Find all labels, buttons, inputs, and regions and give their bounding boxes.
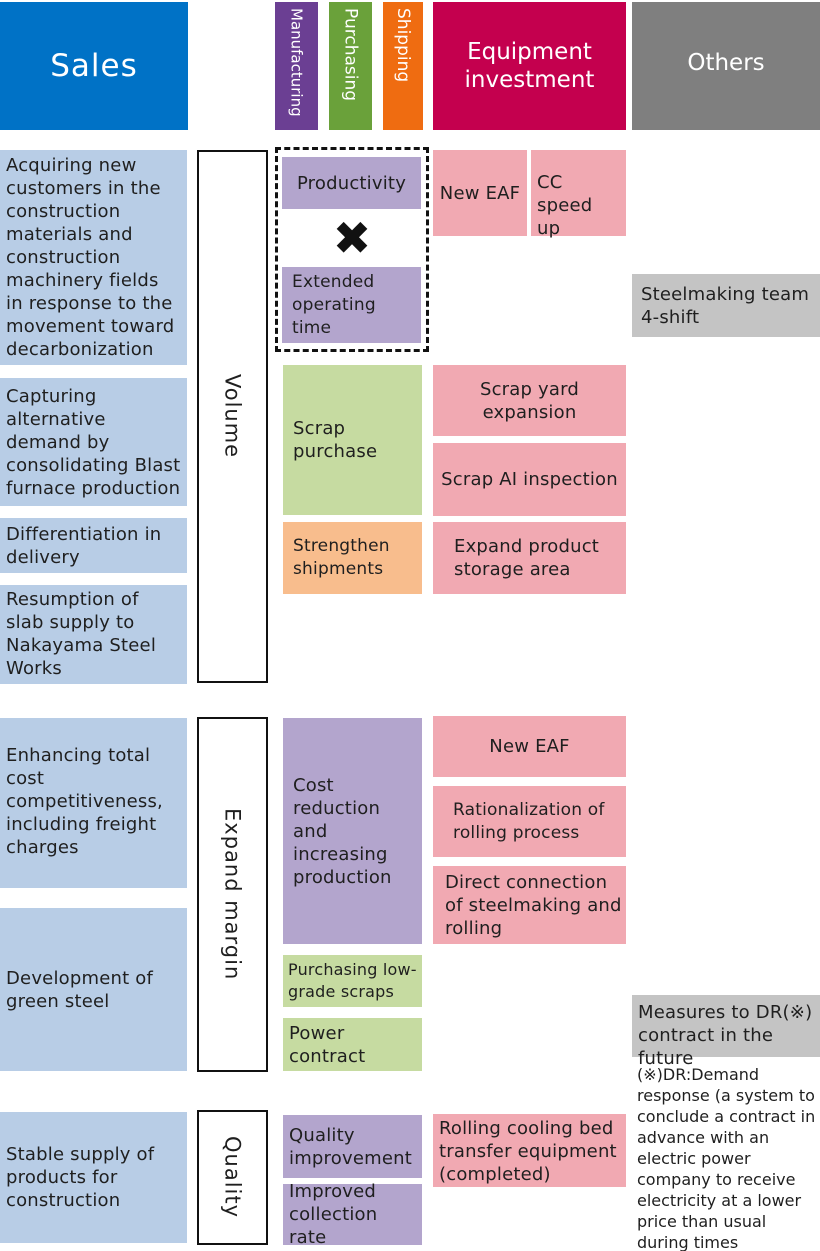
header-manufacturing: Manufacturing — [275, 2, 318, 130]
category-quality: Quality — [197, 1110, 268, 1245]
ops-scrap-purchase: Scrap purchase — [283, 365, 422, 515]
header-purchasing: Purchasing — [329, 2, 372, 130]
equip-new-eaf-1: New EAF — [433, 150, 527, 236]
sales-item-alternative-demand: Capturing alternative demand by consolid… — [0, 378, 187, 506]
sales-item-differentiation: Differentiation in delivery — [0, 518, 187, 573]
sales-item-new-customers: Acquiring new customers in the construct… — [0, 150, 187, 365]
others-dr-measures: Measures to DR(※) contract in the future — [632, 995, 820, 1069]
ops-productivity: Productivity — [282, 157, 421, 209]
header-sales: Sales — [0, 2, 188, 130]
equip-cooling-bed: Rolling cooling bed transfer equipment (… — [433, 1114, 626, 1187]
equip-scrap-yard-expansion: Scrap yard expansion — [433, 365, 626, 436]
header-others: Others — [632, 2, 820, 130]
ops-extended-operating-time: Extended operating time — [282, 267, 421, 343]
equip-cc-speed-up: CC speed up — [531, 150, 626, 239]
ops-power-contract: Power contract — [283, 1018, 422, 1071]
ops-low-grade-scraps: Purchasing low-grade scraps — [283, 955, 422, 1007]
multiply-icon: ✖ — [332, 211, 372, 265]
ops-quality-improvement: Quality improvement — [283, 1115, 422, 1178]
equip-expand-storage: Expand product storage area — [433, 522, 626, 594]
sales-item-green-steel: Development of green steel — [0, 908, 187, 1071]
ops-cost-reduction: Cost reduction and increasing production — [283, 718, 422, 944]
category-expand-margin: Expand margin — [197, 717, 268, 1072]
equip-scrap-ai-inspection: Scrap AI inspection — [433, 443, 626, 516]
sales-item-cost-competitiveness: Enhancing total cost competitiveness, in… — [0, 718, 187, 888]
productivity-group — [275, 147, 429, 352]
equip-direct-connection: Direct connection of steelmaking and rol… — [433, 866, 626, 944]
others-dr-note: (※)DR:Demand response (a system to concl… — [637, 1065, 816, 1251]
header-equipment-investment: Equipment investment — [433, 2, 626, 130]
equip-new-eaf-2: New EAF — [433, 716, 626, 777]
others-steelmaking-shift: Steelmaking team 4-shift — [632, 274, 820, 337]
ops-strengthen-shipments: Strengthen shipments — [283, 522, 422, 594]
header-shipping: Shipping — [383, 2, 423, 130]
equip-rolling-rationalization: Rationalization of rolling process — [433, 786, 626, 857]
sales-item-slab-supply: Resumption of slab supply to Nakayama St… — [0, 585, 187, 684]
category-volume: Volume — [197, 150, 268, 683]
sales-item-stable-supply: Stable supply of products for constructi… — [0, 1112, 187, 1243]
ops-collection-rate: Improved collection rate — [283, 1181, 422, 1248]
